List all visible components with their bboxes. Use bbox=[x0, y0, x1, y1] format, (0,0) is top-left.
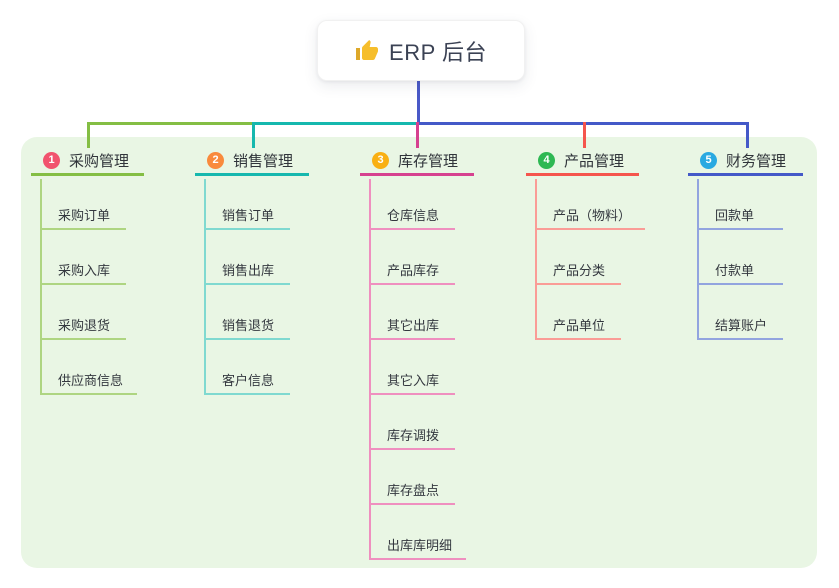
branch-spine bbox=[204, 179, 206, 395]
branch-label: 财务管理 bbox=[726, 153, 787, 170]
child-node[interactable]: 回款单 bbox=[697, 204, 783, 230]
root-stem-line bbox=[417, 78, 420, 123]
branch-header-purchase[interactable]: 1 采购管理 bbox=[31, 148, 144, 176]
branch-label: 库存管理 bbox=[398, 153, 459, 170]
child-node[interactable]: 供应商信息 bbox=[40, 369, 138, 395]
child-node[interactable]: 销售订单 bbox=[204, 204, 290, 230]
branch-spine bbox=[369, 179, 371, 560]
branch-spine bbox=[535, 179, 537, 340]
branch-header-product[interactable]: 4 产品管理 bbox=[526, 148, 639, 176]
branch-label: 采购管理 bbox=[69, 153, 130, 170]
child-node[interactable]: 库存盘点 bbox=[369, 479, 455, 505]
child-node[interactable]: 销售出库 bbox=[204, 259, 290, 285]
child-node[interactable]: 客户信息 bbox=[204, 369, 290, 395]
badge-4: 4 bbox=[538, 152, 555, 169]
branch-label: 销售管理 bbox=[233, 153, 294, 170]
drop-line-purchase bbox=[87, 122, 90, 148]
rail-segment-green bbox=[87, 122, 254, 125]
badge-3: 3 bbox=[372, 152, 389, 169]
branch-header-inventory[interactable]: 3 库存管理 bbox=[360, 148, 474, 176]
child-node[interactable]: 采购入库 bbox=[40, 259, 126, 285]
rail-segment-teal bbox=[252, 122, 419, 125]
child-node[interactable]: 其它出库 bbox=[369, 314, 455, 340]
child-node[interactable]: 出库库明细 bbox=[369, 534, 467, 560]
child-node[interactable]: 其它入库 bbox=[369, 369, 455, 395]
badge-1: 1 bbox=[43, 152, 60, 169]
branch-spine bbox=[40, 179, 42, 395]
child-node[interactable]: 付款单 bbox=[697, 259, 783, 285]
child-node[interactable]: 产品（物料） bbox=[535, 204, 646, 230]
drop-line-finance bbox=[746, 122, 749, 148]
root-node[interactable]: ERP 后台 bbox=[317, 20, 525, 81]
root-title: ERP 后台 bbox=[389, 39, 487, 65]
child-node[interactable]: 产品单位 bbox=[535, 314, 621, 340]
branch-spine bbox=[697, 179, 699, 340]
child-node[interactable]: 销售退货 bbox=[204, 314, 290, 340]
branch-header-sales[interactable]: 2 销售管理 bbox=[195, 148, 309, 176]
child-node[interactable]: 结算账户 bbox=[697, 314, 783, 340]
child-node[interactable]: 采购退货 bbox=[40, 314, 126, 340]
branch-label: 产品管理 bbox=[564, 153, 625, 170]
child-node[interactable]: 产品库存 bbox=[369, 259, 455, 285]
child-node[interactable]: 采购订单 bbox=[40, 204, 126, 230]
drop-line-sales bbox=[252, 122, 255, 148]
child-node[interactable]: 仓库信息 bbox=[369, 204, 455, 230]
thumbs-up-icon bbox=[356, 39, 379, 60]
branch-header-finance[interactable]: 5 财务管理 bbox=[688, 148, 803, 176]
child-node[interactable]: 产品分类 bbox=[535, 259, 621, 285]
child-node[interactable]: 库存调拨 bbox=[369, 424, 455, 450]
branches-panel bbox=[21, 137, 817, 568]
badge-5: 5 bbox=[700, 152, 717, 169]
drop-line-product bbox=[583, 122, 586, 148]
drop-line-inventory bbox=[416, 122, 419, 148]
badge-2: 2 bbox=[207, 152, 224, 169]
